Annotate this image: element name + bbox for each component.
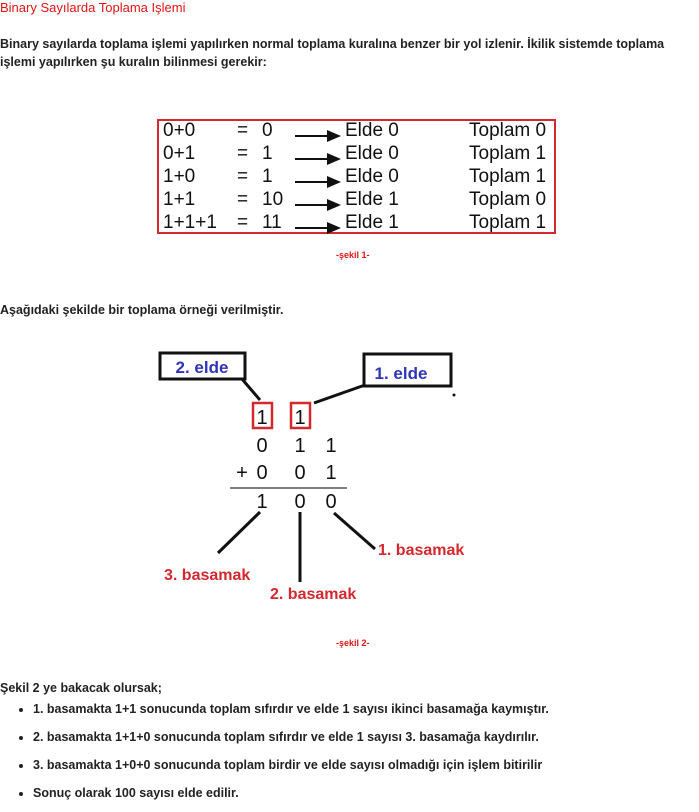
rule-sum: Toplam 0 — [469, 120, 547, 141]
result-digit: 1 — [256, 491, 267, 513]
rule-result: 10 — [262, 189, 284, 210]
rule-carry: Elde 0 — [345, 120, 399, 141]
arrow-right-icon — [295, 171, 341, 194]
arrow-right-icon — [295, 148, 341, 171]
rule-sum: Toplam 1 — [469, 212, 547, 233]
rule-row: 0+0 = 0 Elde 0 Toplam 0 — [159, 119, 554, 142]
arrow-right-icon — [295, 194, 341, 217]
arrow-right-icon — [295, 125, 341, 148]
rule-sum: Toplam 0 — [469, 189, 547, 210]
result-digit: 0 — [325, 491, 336, 513]
rule-expression: 1+1+1 — [163, 212, 217, 233]
figure-2-addition-diagram: 2. elde 1. elde 1 1 0 1 1 + 0 0 1 1 0 0 … — [158, 351, 464, 603]
rule-expression: 1+0 — [163, 166, 196, 187]
intro-paragraph: Binary sayılarda toplama işlemi yapılırk… — [0, 37, 665, 69]
rule-result: 0 — [262, 120, 273, 141]
list-item: Sonuç olarak 100 sayısı elde edilir. — [33, 784, 549, 812]
carry2-digit: 1 — [256, 407, 267, 429]
rule-sum: Toplam 1 — [469, 166, 547, 187]
step1-pointer — [333, 511, 376, 551]
list-item: 2. basamakta 1+1+0 sonucunda toplam sıfı… — [33, 728, 549, 756]
step2-label: 2. basamak — [270, 586, 356, 603]
step3-label: 3. basamak — [164, 567, 250, 584]
arrow-right-icon — [295, 217, 341, 240]
rule-row: 0+1 = 1 Elde 0 Toplam 1 — [159, 142, 554, 165]
rule-result: 11 — [262, 212, 282, 233]
rule-carry: Elde 1 — [345, 212, 399, 233]
figure-2-caption: -şekil 2- — [336, 638, 370, 648]
carry1-digit-box — [289, 401, 312, 430]
explanation-list: 1. basamakta 1+1 sonucunda toplam sıfırd… — [0, 700, 549, 812]
rule-row: 1+1+1 = 11 Elde 1 Toplam 1 — [159, 211, 554, 234]
operand2-digit: 0 — [294, 462, 305, 484]
carry2-connector — [240, 378, 262, 401]
rule-sum: Toplam 1 — [469, 143, 547, 164]
rule-row: 1+0 = 1 Elde 0 Toplam 1 — [159, 165, 554, 188]
list-item: 1. basamakta 1+1 sonucunda toplam sıfırd… — [33, 700, 549, 728]
figure-1-rule-table: 0+0 = 0 Elde 0 Toplam 0 0+1 = 1 Elde 0 T… — [157, 119, 556, 234]
step1-label: 1. basamak — [378, 542, 464, 559]
carry2-digit-box — [251, 401, 274, 430]
rule-expression: 0+1 — [163, 143, 196, 164]
carry2-label: 2. elde — [176, 358, 229, 377]
rule-result: 1 — [262, 143, 273, 164]
page-title: Binary Sayılarda Toplama Işlemi — [0, 0, 186, 15]
result-digit: 0 — [294, 491, 305, 513]
rule-expression: 1+1 — [163, 189, 196, 210]
rule-equals: = — [237, 212, 249, 233]
figure-1-caption: -şekil 1- — [336, 250, 370, 260]
carry1-digit: 1 — [294, 407, 305, 429]
rule-equals: = — [237, 120, 249, 141]
rule-expression: 0+0 — [163, 120, 196, 141]
carry1-label-box — [362, 352, 453, 388]
stray-dot — [452, 393, 456, 397]
operand1-digit: 0 — [256, 435, 267, 457]
list-item: 3. basamakta 1+0+0 sonucunda toplam bird… — [33, 756, 549, 784]
rule-equals: = — [237, 166, 249, 187]
rule-equals: = — [237, 143, 249, 164]
carry2-label-box — [158, 351, 247, 381]
lookup-intro: Şekil 2 ye bakacak olursak; — [0, 681, 162, 695]
rule-carry: Elde 0 — [345, 143, 399, 164]
operand1-digit: 1 — [294, 435, 305, 457]
rule-result: 1 — [262, 166, 273, 187]
carry1-label: 1. elde — [375, 364, 428, 383]
rule-carry: Elde 0 — [345, 166, 399, 187]
rule-carry: Elde 1 — [345, 189, 399, 210]
plus-sign: + — [236, 462, 248, 484]
operand1-digit: 1 — [325, 435, 336, 457]
rule-equals: = — [237, 189, 249, 210]
step3-pointer — [216, 510, 262, 555]
operand2-digit: 0 — [256, 462, 267, 484]
example-intro: Aşağıdaki şekilde bir toplama örneği ver… — [0, 303, 284, 317]
carry1-connector — [313, 383, 366, 405]
operand2-digit: 1 — [325, 462, 336, 484]
rule-row: 1+1 = 10 Elde 1 Toplam 0 — [159, 188, 554, 211]
